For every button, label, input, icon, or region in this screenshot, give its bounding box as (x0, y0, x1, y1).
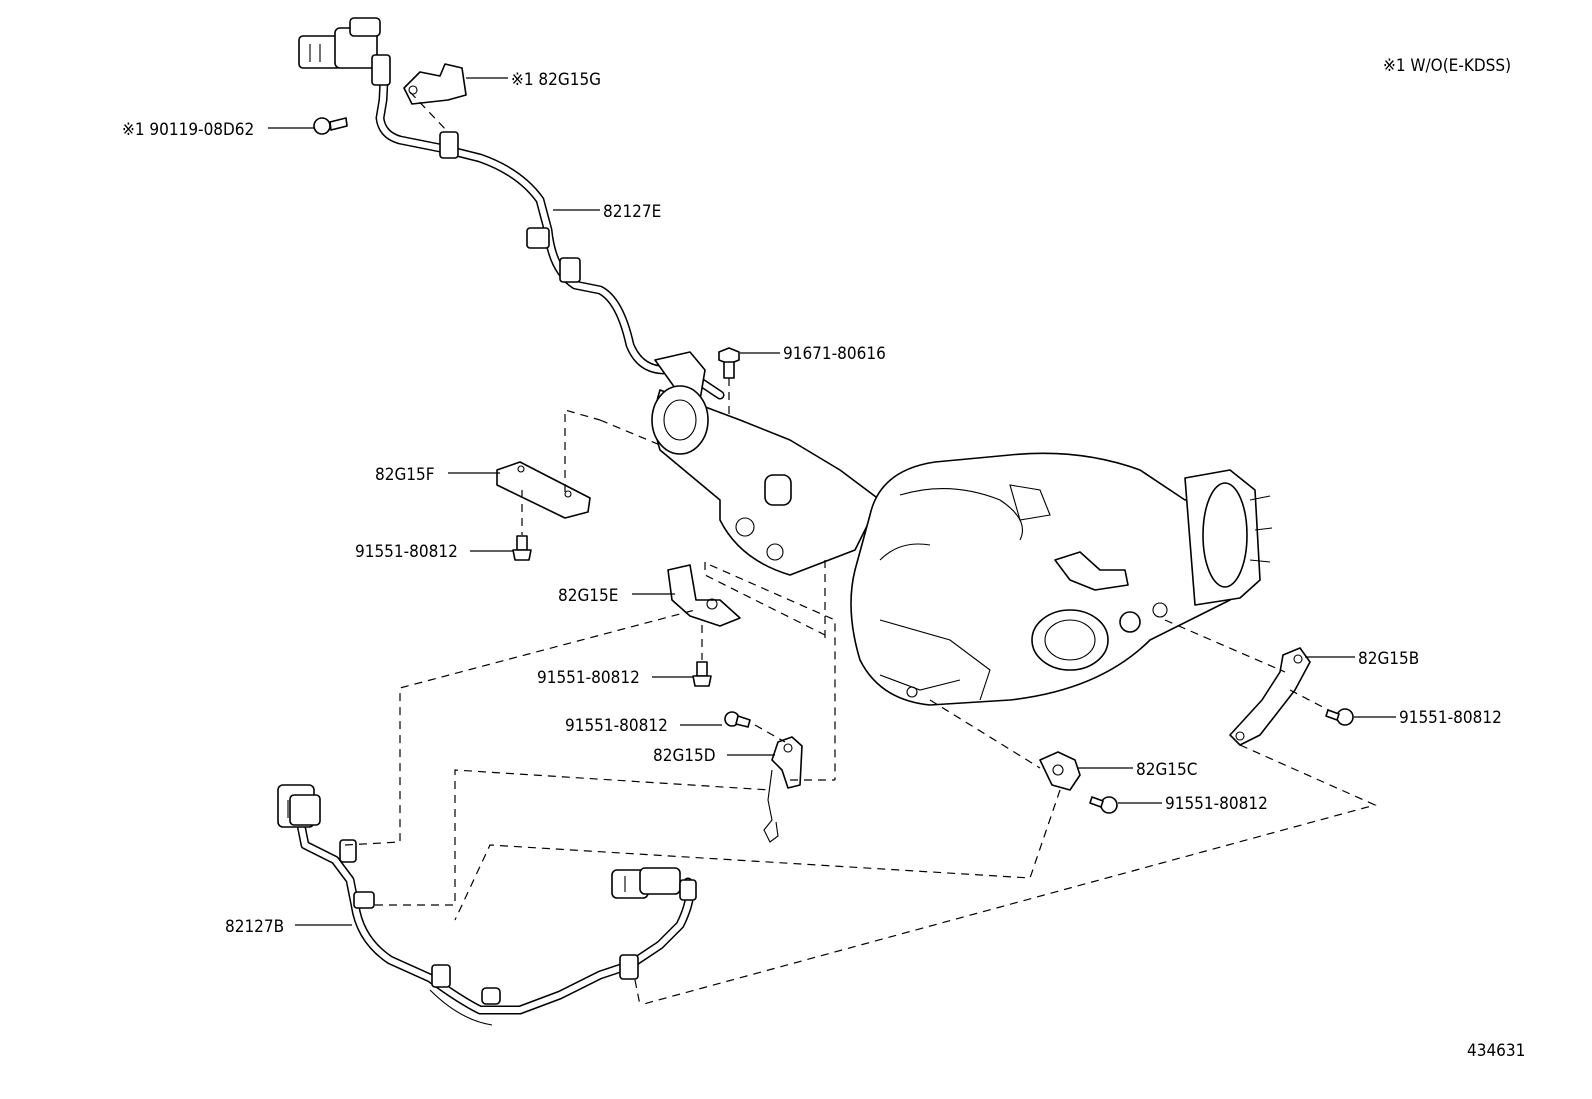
bolt-91551-80812-d[interactable] (724, 711, 751, 728)
label-91551-80812-d: 91551-80812 (565, 716, 668, 736)
label-82G15G: ※1 82G15G (511, 70, 601, 90)
bracket-82G15E[interactable] (667, 564, 741, 627)
bolt-91551-80812-b[interactable] (1325, 708, 1354, 726)
differential-assembly (651, 385, 1273, 706)
bracket-82G15F[interactable] (496, 461, 591, 519)
bolt-91551-80812-c[interactable] (1089, 796, 1118, 814)
label-91671-80616: 91671-80616 (783, 344, 886, 364)
label-82G15D: 82G15D (653, 746, 716, 766)
label-82127B: 82127B (225, 917, 284, 937)
label-91551-80812-b: 91551-80812 (1399, 708, 1502, 728)
label-82G15E: 82G15E (558, 586, 618, 606)
bolt-90119-08D62[interactable] (313, 117, 348, 135)
label-82127E: 82127E (603, 202, 661, 222)
label-82G15F: 82G15F (375, 465, 435, 485)
note-text: ※1 W/O(E-KDSS) (1383, 56, 1511, 76)
bolt-91551-80812-e[interactable] (692, 661, 712, 687)
bracket-82G15B[interactable] (1229, 647, 1311, 746)
bracket-82G15D[interactable] (763, 736, 803, 843)
bolt-91551-80812-f[interactable] (512, 535, 532, 561)
wire-harness-82127B[interactable] (277, 784, 697, 1026)
wire-harness-82127E[interactable] (298, 17, 725, 401)
label-82G15B: 82G15B (1358, 649, 1419, 669)
label-90119-08D62: ※1 90119-08D62 (122, 120, 254, 140)
label-91551-80812-f: 91551-80812 (355, 542, 458, 562)
label-82G15C: 82G15C (1136, 760, 1197, 780)
label-91551-80812-c: 91551-80812 (1165, 794, 1268, 814)
label-91551-80812-e: 91551-80812 (537, 668, 640, 688)
figure-number: 434631 (1467, 1041, 1525, 1061)
bracket-82G15C[interactable] (1039, 751, 1081, 791)
bracket-82G15G[interactable] (403, 63, 467, 105)
bolt-91671-80616[interactable] (718, 347, 740, 379)
